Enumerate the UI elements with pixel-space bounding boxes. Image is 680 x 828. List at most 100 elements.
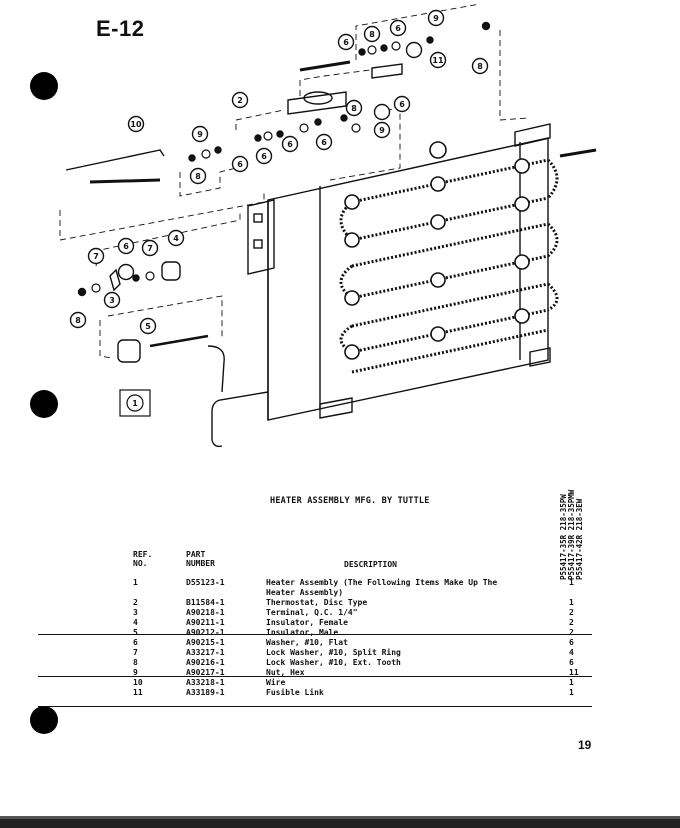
table-rule-mid [38, 676, 592, 677]
callout-8: 8 [75, 316, 81, 325]
part-number-cell: D55123-1 [186, 578, 225, 587]
header-part: PART NUMBER [186, 550, 215, 568]
ref-cell: 7 [133, 648, 138, 657]
ref-cell: 1 [133, 578, 138, 587]
callout-8: 8 [369, 30, 375, 39]
binder-hole-middle [30, 390, 58, 418]
part-number-cell: A90217-1 [186, 668, 225, 677]
callout-8: 8 [195, 172, 201, 181]
header-ref: REF. NO. [133, 550, 153, 568]
callout-8: 8 [351, 104, 357, 113]
description-cell: Terminal, Q.C. 1/4" [266, 608, 358, 617]
heating-coils [351, 158, 549, 374]
part-number-cell: B11584-1 [186, 598, 225, 607]
insulator-female [161, 261, 181, 281]
quantity-cell: 2 [569, 618, 574, 627]
table-row: 9 A90217-1 Nut, Hex 11 [0, 668, 680, 678]
part-number-cell: A90216-1 [186, 658, 225, 667]
binder-hole-top [30, 72, 58, 100]
callout-6: 6 [395, 24, 401, 33]
description-cell: Thermostat, Disc Type [266, 598, 368, 607]
terminal-plate [247, 199, 275, 275]
ref-cell: 3 [133, 608, 138, 617]
quantity-cell: 1 [569, 578, 574, 587]
part-number-cell: A90215-1 [186, 638, 225, 647]
ref-cell: 2 [133, 598, 138, 607]
quantity-cell: 6 [569, 638, 574, 647]
table-row: Heater Assembly) [0, 588, 680, 598]
part-number-cell: A33218-1 [186, 678, 225, 687]
page-number: 19 [578, 738, 592, 752]
callout-9: 9 [197, 130, 203, 139]
callout-2: 2 [237, 96, 243, 105]
quantity-cell: 4 [569, 648, 574, 657]
ref-cell: 11 [133, 688, 143, 697]
quantity-cell: 6 [569, 658, 574, 667]
callout-6: 6 [237, 160, 243, 169]
quantity-cell: 1 [569, 598, 574, 607]
description-cell: Heater Assembly (The Following Items Mak… [266, 578, 498, 587]
description-cell: Fusible Link [266, 688, 324, 697]
part-number-cell: A90218-1 [186, 608, 225, 617]
description-cell: Heater Assembly) [266, 588, 344, 597]
callout-6: 6 [261, 152, 267, 161]
callout-6: 6 [123, 242, 129, 251]
description-cell: Nut, Hex [266, 668, 305, 677]
description-cell: Wire [266, 678, 286, 687]
table-row: 3 A90218-1 Terminal, Q.C. 1/4" 2 [0, 608, 680, 618]
wire-lead [211, 391, 269, 448]
callout-4: 4 [173, 234, 179, 243]
quantity-cell: 1 [569, 688, 574, 697]
ref-cell: 10 [133, 678, 143, 687]
quantity-cell: 2 [569, 628, 574, 637]
part-number-cell: A33189-1 [186, 688, 225, 697]
ref-cell: 4 [133, 618, 138, 627]
header-description: DESCRIPTION [344, 560, 397, 569]
part-number-cell: A33217-1 [186, 648, 225, 657]
table-rule-bottom [38, 706, 592, 707]
binder-hole-bottom [30, 706, 58, 734]
model-3: P55417-42R 218-3EW [575, 498, 584, 580]
table-row: 1 D55123-1 Heater Assembly (The Following … [0, 578, 680, 588]
heater-frame [267, 137, 549, 421]
ref-cell: 8 [133, 658, 138, 667]
model-columns: P55417-35R 218-35PW P55417-39R 218-35PMW… [559, 480, 590, 580]
table-rule-top [38, 634, 592, 635]
table-row: 11 A33189-1 Fusible Link 1 [0, 688, 680, 698]
page-label: E-12 [96, 16, 145, 41]
table-row: 10 A33218-1 Wire 1 [0, 678, 680, 688]
assembly-title: HEATER ASSEMBLY MFG. BY TUTTLE [270, 496, 430, 506]
callout-6: 6 [399, 100, 405, 109]
ref-cell: 6 [133, 638, 138, 647]
callout-10: 10 [130, 120, 142, 129]
callout-labels: 6 8 6 9 11 8 2 10 9 8 6 6 6 6 8 9 6 7 6 … [75, 14, 483, 408]
description-cell: Insulator, Female [266, 618, 348, 627]
reference-box-label: 1 [132, 399, 138, 408]
scan-edge [0, 816, 680, 828]
quantity-cell: 11 [569, 668, 579, 677]
callout-9: 9 [379, 126, 385, 135]
ref-cell: 5 [133, 628, 138, 637]
callout-5: 5 [145, 322, 151, 331]
callout-9: 9 [433, 14, 439, 23]
table-row: 8 A90216-1 Lock Washer, #10, Ext. Tooth 6 [0, 658, 680, 668]
table-row: 6 A90215-1 Washer, #10, Flat 6 [0, 638, 680, 648]
table-row: 2 B11584-1 Thermostat, Disc Type 1 [0, 598, 680, 608]
table-row: 7 A33217-1 Lock Washer, #10, Split Ring 4 [0, 648, 680, 658]
description-cell: Lock Washer, #10, Split Ring [266, 648, 401, 657]
description-cell: Washer, #10, Flat [266, 638, 348, 647]
quantity-cell: 1 [569, 678, 574, 687]
part-number-cell: A90211-1 [186, 618, 225, 627]
quantity-cell: 2 [569, 608, 574, 617]
thermostat [287, 91, 347, 115]
ref-cell: 9 [133, 668, 138, 677]
description-cell: Lock Washer, #10, Ext. Tooth [266, 658, 401, 667]
callout-8: 8 [477, 62, 483, 71]
callout-6: 6 [321, 138, 327, 147]
insulator-male [117, 339, 141, 363]
callout-7: 7 [93, 252, 99, 261]
callout-3: 3 [109, 296, 115, 305]
part-number-cell: A90212-1 [186, 628, 225, 637]
callout-7: 7 [147, 244, 153, 253]
